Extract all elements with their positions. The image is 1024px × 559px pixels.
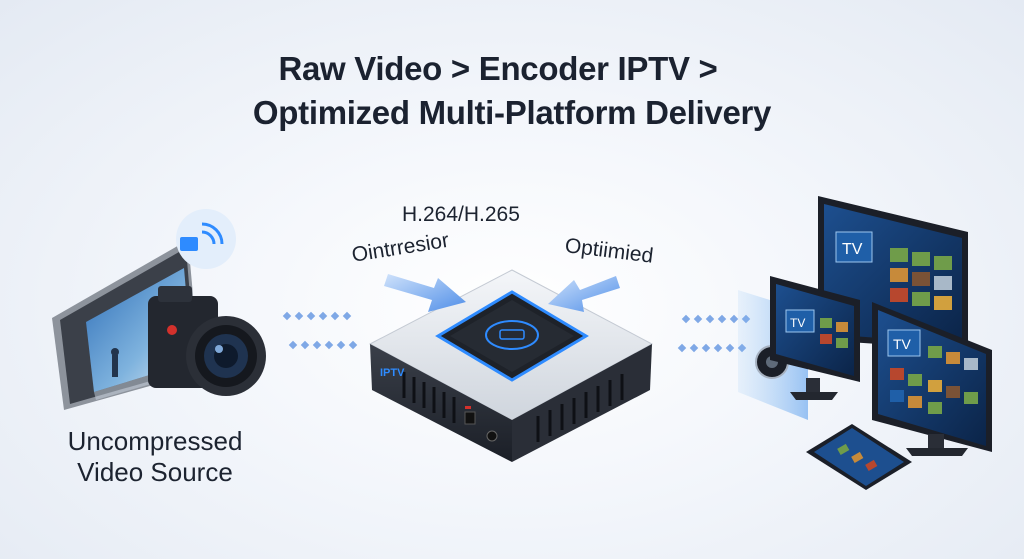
optimization-arrow-icon xyxy=(548,276,620,312)
compression-arrow-icon xyxy=(384,274,466,312)
tv-label-left: TV xyxy=(790,316,805,330)
diagram-title-line-2: Optimized Multi-Platform Delivery xyxy=(252,94,772,131)
iptv-encoder: IPTV xyxy=(368,269,654,462)
codec-label: H.264/H.265 xyxy=(402,203,520,226)
power-button-icon xyxy=(486,430,498,442)
camera xyxy=(148,286,266,396)
delivery-devices: TV TV TV xyxy=(738,196,992,490)
monitor-right: TV xyxy=(872,302,992,456)
tv-label-right: TV xyxy=(893,336,912,352)
smartphone xyxy=(806,424,912,490)
encoder-brand-text: IPTV xyxy=(380,367,405,379)
source-label: Uncompressed Video Source xyxy=(40,426,270,488)
monitor-left: TV xyxy=(770,276,860,400)
wifi-icon xyxy=(201,230,216,245)
tv-label-large: TV xyxy=(842,241,863,258)
encoder-logo-icon xyxy=(485,320,539,350)
wireless-badge xyxy=(176,209,236,269)
video-source-device xyxy=(52,209,266,410)
source-label-line-1: Uncompressed xyxy=(67,426,243,456)
source-label-line-2: Video Source xyxy=(77,457,233,487)
diagram-title-line-1: Raw Video > Encoder IPTV > xyxy=(278,50,718,87)
